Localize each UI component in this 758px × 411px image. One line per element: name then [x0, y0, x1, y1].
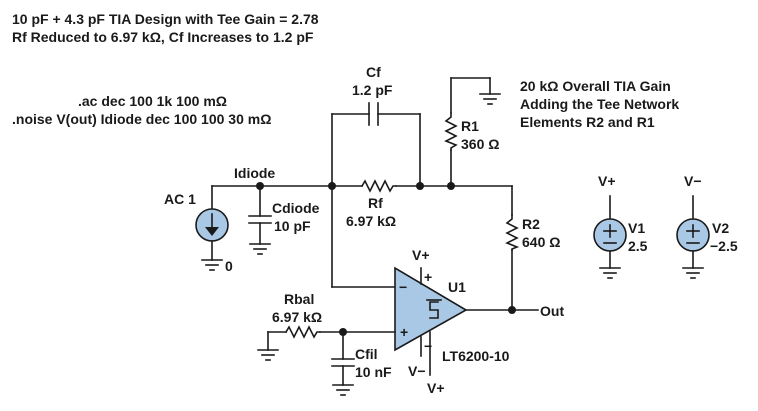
- r1-ground-symbol: [479, 93, 501, 105]
- u1-supply-vplus-bottom: V+: [427, 380, 445, 396]
- idiode-net-label: Idiode: [234, 165, 275, 181]
- title-line-2: Rf Reduced to 6.97 kΩ, Cf Increases to 1…: [12, 29, 314, 45]
- v2-voltage-source[interactable]: [676, 195, 710, 279]
- u1-label: U1: [448, 279, 466, 295]
- ac1-label: AC 1: [164, 191, 196, 207]
- note-line-3: Elements R2 and R1: [520, 114, 655, 130]
- opamp-minus-label: −: [399, 279, 407, 295]
- cf-label: Cf: [366, 64, 381, 80]
- rbal-label: Rbal: [284, 291, 314, 307]
- u1-pin-plus-sign: +: [424, 269, 432, 285]
- note-line-1: 20 kΩ Overall TIA Gain: [520, 78, 671, 94]
- r1-resistor[interactable]: [444, 112, 458, 151]
- rbal-ground-symbol: [257, 331, 279, 361]
- r2-value: 640 Ω: [522, 234, 560, 250]
- cf-value: 1.2 pF: [352, 82, 393, 98]
- v1-rail-label: V+: [598, 173, 616, 189]
- rf-value: 6.97 kΩ: [346, 213, 396, 229]
- title-line-1: 10 pF + 4.3 pF TIA Design with Tee Gain …: [12, 11, 319, 27]
- u1-supply-vminus: V−: [408, 363, 426, 379]
- rbal-value: 6.97 kΩ: [272, 309, 322, 325]
- rf-resistor[interactable]: [360, 179, 397, 193]
- u1-pin-minus-sign: −: [424, 338, 432, 354]
- cfil-label: Cfil: [355, 346, 378, 362]
- r2-label: R2: [522, 216, 540, 232]
- u1-part-label: LT6200-10: [442, 348, 510, 364]
- r2-resistor[interactable]: [505, 214, 520, 251]
- spice-ac-directive: .ac dec 100 1k 100 mΩ: [78, 93, 227, 109]
- u1-supply-vplus: V+: [412, 247, 430, 263]
- cdiode-label: Cdiode: [272, 200, 320, 216]
- v1-value: 2.5: [628, 238, 648, 254]
- v2-label: V2: [712, 220, 729, 236]
- rf-label: Rf: [368, 195, 383, 211]
- rbal-resistor[interactable]: [267, 325, 396, 339]
- r1-label: R1: [461, 118, 479, 134]
- ac1-current-source[interactable]: [195, 185, 229, 271]
- opamp-plus-label: +: [400, 324, 408, 340]
- v2-value: −2.5: [710, 238, 738, 254]
- down-arrow-icon: [205, 227, 219, 236]
- cdiode-value: 10 pF: [274, 218, 311, 234]
- junction-cf-right: [416, 182, 424, 190]
- v1-voltage-source[interactable]: [593, 195, 627, 279]
- junction-tee: [447, 182, 455, 190]
- opamp-function-icon: [429, 301, 439, 319]
- v2-rail-label: V−: [684, 173, 702, 189]
- v1-label: V1: [628, 220, 645, 236]
- u1-opamp[interactable]: − +: [394, 266, 468, 376]
- spice-noise-directive: .noise V(out) Idiode dec 100 100 30 mΩ: [12, 111, 271, 127]
- cf-capacitor[interactable]: [368, 102, 379, 126]
- cfil-value: 10 nF: [355, 364, 392, 380]
- out-net-label: Out: [540, 303, 564, 319]
- r1-value: 360 Ω: [461, 136, 499, 152]
- cfil-capacitor[interactable]: [331, 331, 355, 396]
- note-line-2: Adding the Tee Network: [520, 96, 679, 112]
- junction-out: [508, 306, 516, 314]
- cdiode-capacitor[interactable]: [248, 185, 272, 255]
- ac1-ground-node-label: 0: [225, 258, 233, 274]
- feedback-wires: [211, 77, 539, 311]
- junction-cf-left: [328, 182, 336, 190]
